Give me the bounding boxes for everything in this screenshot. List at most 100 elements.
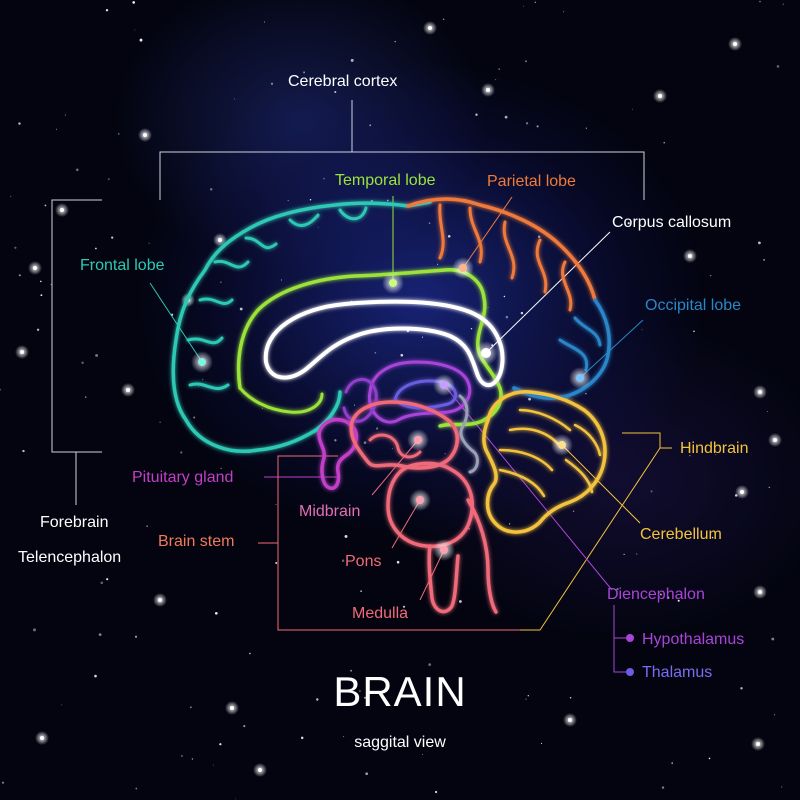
temporal-gyri: [240, 388, 322, 412]
pons-outline: [388, 463, 472, 546]
star: [586, 128, 587, 129]
star: [345, 535, 348, 538]
star: [354, 405, 355, 406]
star: [505, 116, 508, 119]
bright-star: [758, 390, 762, 394]
star: [710, 275, 711, 276]
star: [22, 450, 24, 452]
occipital-lobe-outline: [514, 300, 609, 398]
star: [262, 408, 263, 409]
star: [276, 504, 277, 505]
star: [537, 125, 539, 127]
cerebellum-folia: [500, 410, 600, 496]
star: [498, 68, 500, 70]
star: [234, 98, 235, 99]
bright-star: [773, 438, 777, 442]
star: [662, 786, 664, 788]
star: [44, 204, 46, 206]
star: [509, 523, 510, 524]
star: [573, 511, 574, 512]
temporal-node: [382, 272, 404, 294]
parietal-node: [452, 257, 474, 279]
star: [95, 354, 98, 357]
star: [215, 612, 218, 615]
star: [636, 553, 637, 554]
star: [387, 200, 389, 202]
star: [193, 416, 195, 418]
star: [422, 337, 423, 338]
star: [365, 772, 368, 775]
star: [758, 242, 761, 245]
star: [504, 296, 505, 297]
star: [759, 1, 761, 3]
star: [149, 243, 150, 244]
star: [14, 247, 16, 249]
star: [400, 354, 403, 357]
star: [445, 453, 446, 454]
star: [623, 554, 624, 555]
star: [528, 398, 531, 401]
star: [198, 386, 199, 387]
star: [392, 448, 393, 449]
occipital-gyri: [560, 318, 600, 370]
star: [106, 9, 108, 11]
star: [369, 124, 371, 126]
star: [213, 765, 214, 766]
bright-star: [60, 208, 64, 212]
star: [65, 115, 66, 116]
star: [523, 6, 524, 7]
star: [397, 561, 400, 564]
star: [342, 559, 344, 561]
cerebellum-node: [551, 434, 573, 456]
star: [192, 758, 193, 759]
star: [40, 294, 42, 296]
star: [763, 259, 765, 261]
star: [181, 755, 183, 757]
star: [275, 562, 277, 564]
star: [781, 786, 782, 787]
star: [642, 329, 643, 330]
label-corpus-callosum: Corpus callosum: [612, 214, 731, 232]
star: [422, 754, 423, 755]
star: [220, 281, 222, 283]
star: [364, 441, 367, 444]
star: [535, 2, 536, 3]
star: [108, 178, 110, 180]
star: [10, 196, 11, 197]
label-temporal-lobe: Temporal lobe: [335, 172, 436, 190]
star: [81, 362, 83, 364]
star: [471, 328, 472, 329]
star: [437, 264, 438, 265]
bright-star: [758, 590, 762, 594]
star: [767, 411, 768, 412]
star: [281, 280, 282, 281]
bright-star: [658, 94, 662, 98]
star: [709, 758, 711, 760]
bright-star: [20, 350, 24, 354]
bright-star: [258, 768, 262, 772]
thalamus-node: [433, 374, 455, 396]
bright-star: [740, 490, 744, 494]
star: [100, 581, 103, 584]
star: [526, 122, 528, 124]
star: [0, 389, 1, 391]
label-cerebellum: Cerebellum: [640, 526, 722, 544]
page-title: BRAIN: [0, 668, 800, 716]
star: [37, 329, 39, 331]
star: [99, 633, 102, 636]
star: [671, 762, 673, 764]
star: [95, 248, 97, 250]
star: [429, 222, 431, 224]
star: [249, 653, 251, 655]
star: [146, 525, 147, 526]
star: [525, 60, 527, 62]
medulla-node: [433, 539, 455, 561]
star: [140, 39, 143, 42]
corpus-callosum-outline: [266, 302, 503, 386]
star: [783, 4, 784, 5]
star: [777, 65, 780, 68]
star: [495, 79, 496, 80]
star: [2, 782, 4, 784]
star: [76, 169, 79, 172]
